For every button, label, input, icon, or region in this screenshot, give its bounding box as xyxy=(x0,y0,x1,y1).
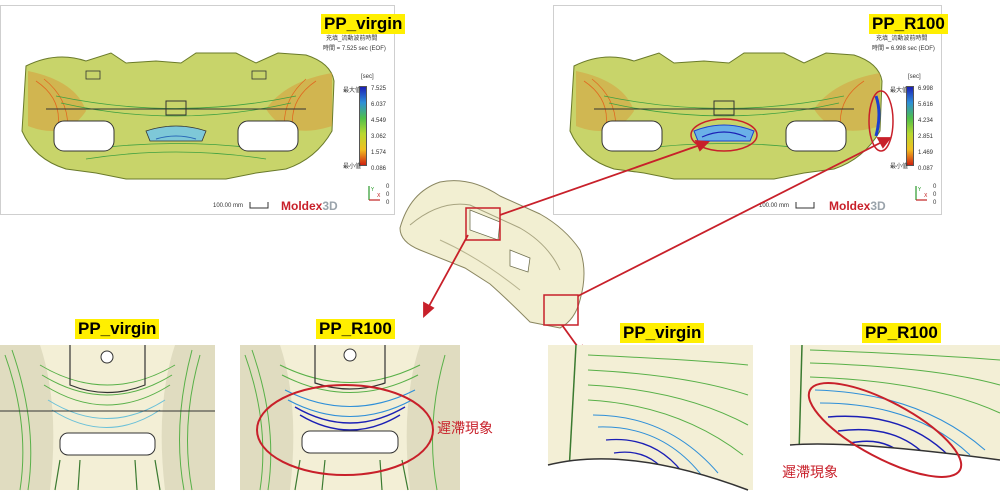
legend-tick: 1.574 xyxy=(371,150,387,156)
unit-label: [sec] xyxy=(361,74,374,80)
highlight-ellipse-edge xyxy=(868,90,894,152)
legend-tick: 3.062 xyxy=(371,134,387,140)
hesitation-ellipse xyxy=(807,382,963,478)
result-panel-pp-virgin: PP_virgin 充填_流動波前時間 時間 = 7.525 sec (EOF)… xyxy=(0,5,406,215)
legend-tick: 1.469 xyxy=(918,150,934,156)
zoom-label: PP_virgin xyxy=(75,319,160,339)
result-value: 時間 = 7.525 sec (EOF) xyxy=(323,46,386,52)
scale-label: 100.00 mm xyxy=(759,203,790,209)
result-value: 時間 = 6.998 sec (EOF) xyxy=(872,46,935,52)
result-title: 充填_流動波前時間 xyxy=(326,36,378,42)
hesitation-annotation: 遲滯現象 xyxy=(437,420,493,436)
zoom-view-edge-virgin xyxy=(547,344,753,491)
result-panel-pp-r100: PP_R100 充填_流動波前時間 時間 = 6.998 sec (EOF) [… xyxy=(553,5,948,215)
axis-value: 0 xyxy=(386,192,390,198)
legend-tick: 2.851 xyxy=(918,134,934,140)
legend-tick: 4.234 xyxy=(918,118,934,124)
color-legend-bar xyxy=(906,86,914,166)
min-label: 最小值 xyxy=(343,164,362,170)
bumper-contour-model xyxy=(569,52,883,180)
brand-logo: Moldex3D xyxy=(829,199,886,213)
hesitation-ellipse xyxy=(256,384,434,476)
zoom-view-center-virgin xyxy=(0,345,215,491)
bumper-contour-model xyxy=(21,52,335,180)
scale-label: 100.00 mm xyxy=(213,203,244,209)
max-label: 最大值 xyxy=(890,88,909,94)
svg-text:X: X xyxy=(377,193,381,199)
panel-label: PP_R100 xyxy=(869,14,948,34)
hesitation-annotation: 遲滯現象 xyxy=(782,464,838,480)
callout-box-center xyxy=(465,207,501,241)
axis-value: 0 xyxy=(386,200,390,206)
legend-tick: 4.549 xyxy=(371,118,387,124)
zoom-view-center-r100 xyxy=(240,345,460,491)
legend-tick: 6.998 xyxy=(918,86,934,92)
svg-text:X: X xyxy=(924,193,928,199)
scale-bar-icon xyxy=(795,202,815,209)
svg-text:Y: Y xyxy=(370,187,375,193)
zoom-label: PP_virgin xyxy=(620,323,705,343)
axis-value: 0 xyxy=(933,192,937,198)
callout-box-edge xyxy=(543,294,579,326)
brand-logo: Moldex3D xyxy=(281,199,338,213)
axis-value: 0 xyxy=(933,200,937,206)
zoom-view-edge-r100 xyxy=(789,344,1000,491)
axis-triad-icon: Y X xyxy=(915,186,928,201)
axis-value: 0 xyxy=(933,184,937,190)
legend-tick: 0.087 xyxy=(918,166,934,172)
legend-tick: 0.086 xyxy=(371,166,387,172)
color-legend-bar xyxy=(359,86,367,166)
unit-label: [sec] xyxy=(908,74,921,80)
panel-label: PP_virgin xyxy=(321,14,406,34)
legend-tick: 6.037 xyxy=(371,102,387,108)
axis-triad-icon: Y X xyxy=(368,186,381,201)
min-label: 最小值 xyxy=(890,164,909,170)
zoom-label: PP_R100 xyxy=(316,319,395,339)
result-title: 充填_流動波前時間 xyxy=(876,36,928,42)
scale-bar-icon xyxy=(249,202,269,209)
axis-value: 0 xyxy=(386,184,390,190)
legend-tick: 5.616 xyxy=(918,102,934,108)
max-label: 最大值 xyxy=(343,88,362,94)
svg-text:Y: Y xyxy=(917,187,922,193)
legend-tick: 7.525 xyxy=(371,86,387,92)
zoom-label: PP_R100 xyxy=(862,323,941,343)
